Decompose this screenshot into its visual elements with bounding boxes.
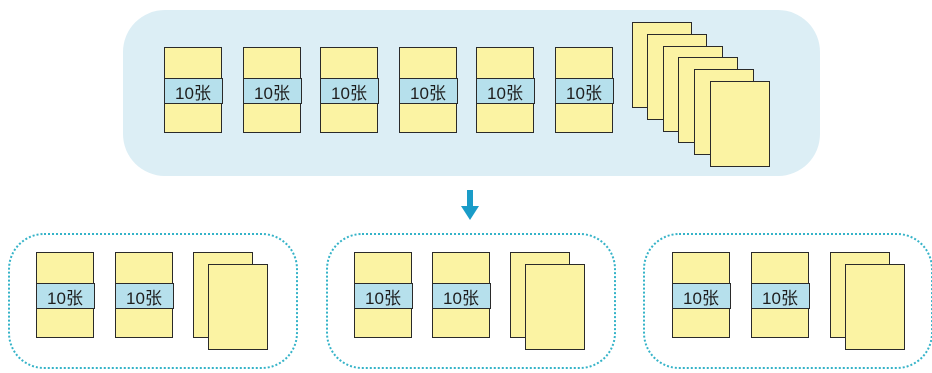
bundle-label: 10张: [431, 283, 491, 309]
loose-sheet: [208, 264, 268, 350]
bundle-label: 10张: [671, 283, 731, 309]
bundle-label: 10张: [554, 78, 614, 104]
split-group-2: [326, 233, 616, 369]
bundle-label: 10张: [319, 78, 379, 104]
loose-sheet: [710, 81, 770, 167]
down-arrow-icon: [461, 190, 479, 220]
paper-bundle: 10张: [163, 47, 223, 133]
paper-bundle: 10张: [398, 47, 458, 133]
bundle-label: 10张: [35, 283, 95, 309]
split-group-1: [8, 233, 298, 369]
bundle-label: 10张: [398, 78, 458, 104]
loose-sheet: [525, 264, 585, 350]
bundle-label: 10张: [353, 283, 413, 309]
paper-bundle: 10张: [475, 47, 535, 133]
paper-bundle: 10张: [353, 252, 413, 338]
bundle-label: 10张: [114, 283, 174, 309]
bundle-label: 10张: [163, 78, 223, 104]
paper-bundle: 10张: [671, 252, 731, 338]
paper-bundle: 10张: [35, 252, 95, 338]
bundle-label: 10张: [475, 78, 535, 104]
paper-bundle: 10张: [554, 47, 614, 133]
loose-sheet: [845, 264, 905, 350]
bundle-label: 10张: [242, 78, 302, 104]
paper-bundle: 10张: [431, 252, 491, 338]
bundle-label: 10张: [750, 283, 810, 309]
paper-bundle: 10张: [319, 47, 379, 133]
paper-bundle: 10张: [750, 252, 810, 338]
paper-bundle: 10张: [114, 252, 174, 338]
paper-bundle: 10张: [242, 47, 302, 133]
